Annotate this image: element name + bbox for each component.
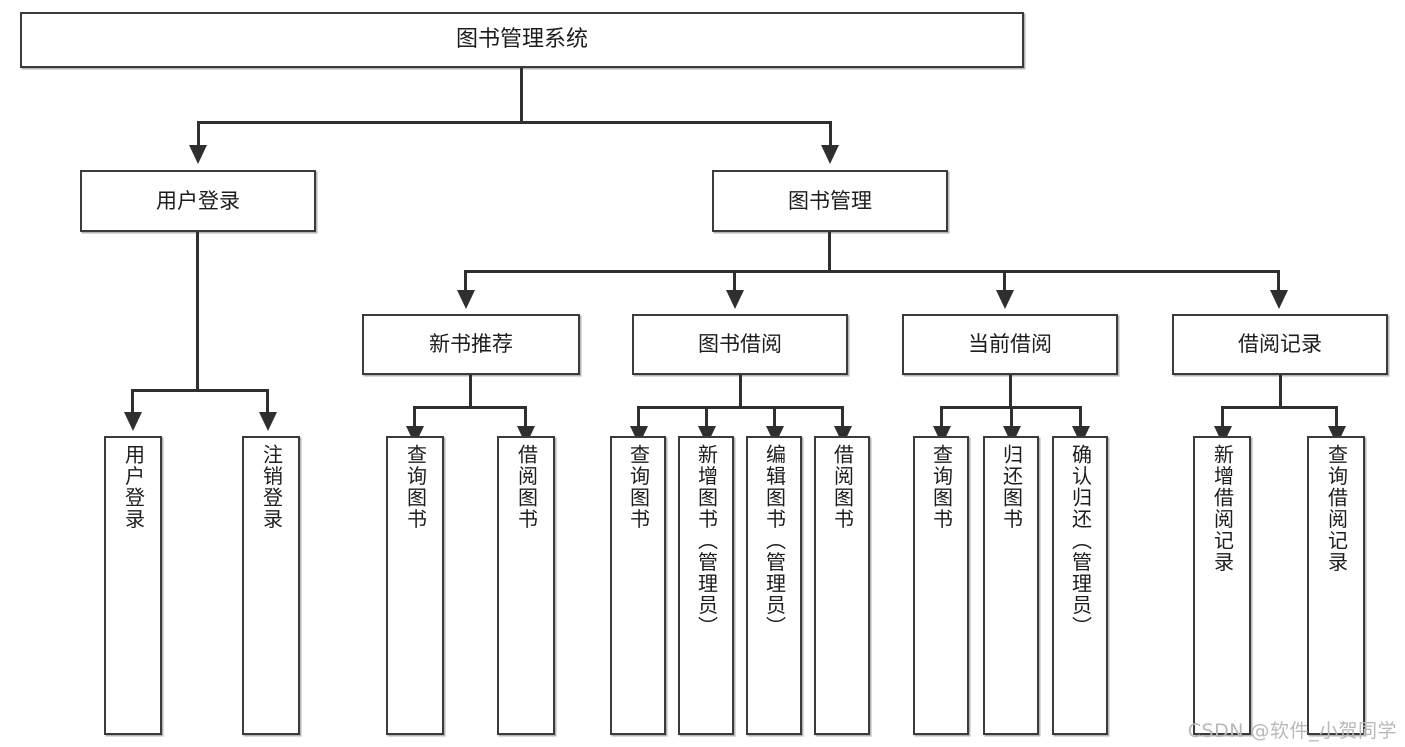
arrow-to-book-borrow	[726, 290, 744, 309]
node-label: 图书管理	[788, 188, 872, 213]
connector-new-book-recommend-bus	[413, 406, 527, 409]
connector-drop-leaf-bb-1	[705, 406, 708, 428]
arrow-to-leaf-user-login-0	[124, 412, 142, 431]
leaf-book-borrow-edit-book[interactable]: 编辑图书（管理员）	[746, 436, 802, 735]
connector-drop-leaf-bb-0	[637, 406, 640, 428]
connector-drop-leaf-user-login-1	[266, 389, 269, 414]
connector-borrow-record-bus	[1221, 406, 1338, 409]
leaf-borrow-record-add[interactable]: 新增借阅记录	[1193, 436, 1251, 735]
connector-book-borrow-bus	[637, 406, 842, 409]
connector-drop-leaf-nbr-1	[524, 406, 527, 428]
leaf-book-borrow-add-book[interactable]: 新增图书（管理员）	[678, 436, 734, 735]
connector-drop-leaf-bb-3	[841, 406, 844, 428]
node-label: 新书推荐	[429, 332, 513, 357]
node-label: 查询图书	[403, 444, 428, 530]
leaf-user-login-logout[interactable]: 注销登录	[242, 436, 300, 735]
node-root-book-management-system[interactable]: 图书管理系统	[20, 12, 1024, 68]
arrow-to-leaf-user-login-1	[259, 412, 277, 431]
leaf-new-book-query-book[interactable]: 查询图书	[386, 436, 444, 735]
connector-drop-leaf-nbr-0	[413, 406, 416, 428]
connector-root-bus	[197, 121, 831, 124]
connector-current-borrow-stem	[1009, 375, 1012, 408]
connector-root-stem	[520, 68, 523, 122]
connector-level3-bus	[464, 270, 1280, 273]
connector-drop-current-borrow	[1003, 270, 1006, 292]
connector-book-borrow-stem	[739, 375, 742, 408]
node-label: 借阅记录	[1238, 332, 1322, 357]
node-label: 归还图书	[999, 444, 1024, 530]
connector-drop-leaf-br-0	[1221, 406, 1224, 428]
leaf-current-borrow-confirm-return[interactable]: 确认归还（管理员）	[1052, 436, 1108, 735]
node-label: 用户登录	[156, 188, 240, 213]
connector-drop-leaf-cb-0	[940, 406, 943, 428]
connector-book-management-stem	[828, 232, 831, 272]
arrow-to-new-book-recommend	[457, 290, 475, 309]
node-label: 编辑图书（管理员）	[762, 444, 787, 638]
leaf-current-borrow-return-book[interactable]: 归还图书	[983, 436, 1039, 735]
leaf-user-login-login[interactable]: 用户登录	[104, 436, 162, 735]
connector-drop-leaf-br-1	[1335, 406, 1338, 428]
node-label: 查询借阅记录	[1324, 444, 1349, 573]
connector-drop-new-book-recommend	[464, 270, 467, 292]
arrow-to-borrow-record	[1270, 290, 1288, 309]
node-label: 图书管理系统	[455, 27, 588, 53]
node-label: 借阅图书	[830, 444, 855, 530]
connector-drop-leaf-user-login-0	[131, 389, 134, 414]
connector-drop-leaf-cb-2	[1079, 406, 1082, 428]
node-book-borrow[interactable]: 图书借阅	[632, 314, 848, 375]
node-current-borrow[interactable]: 当前借阅	[902, 314, 1118, 375]
node-label: 查询图书	[626, 444, 651, 530]
node-label: 确认归还（管理员）	[1068, 444, 1093, 638]
arrow-to-book-management	[821, 145, 839, 164]
arrow-to-current-borrow	[996, 290, 1014, 309]
connector-new-book-recommend-stem	[469, 375, 472, 408]
connector-current-borrow-bus	[940, 406, 1079, 409]
node-label: 新增借阅记录	[1210, 444, 1235, 573]
node-label: 查询图书	[929, 444, 954, 530]
node-borrow-record[interactable]: 借阅记录	[1172, 314, 1388, 375]
connector-drop-borrow-record	[1277, 270, 1280, 292]
node-user-login[interactable]: 用户登录	[80, 170, 316, 232]
connector-drop-book-borrow	[733, 270, 736, 292]
connector-drop-user-login	[197, 121, 200, 147]
node-book-management[interactable]: 图书管理	[712, 170, 948, 232]
connector-user-login-stem	[196, 232, 199, 392]
connector-drop-leaf-cb-1	[1010, 406, 1013, 428]
node-label: 新增图书（管理员）	[694, 444, 719, 638]
node-new-book-recommend[interactable]: 新书推荐	[362, 314, 580, 375]
node-label: 当前借阅	[968, 332, 1052, 357]
connector-user-login-bus	[131, 389, 269, 392]
node-label: 注销登录	[259, 444, 284, 530]
leaf-book-borrow-query-book[interactable]: 查询图书	[610, 436, 666, 735]
node-label: 借阅图书	[514, 444, 539, 530]
connector-borrow-record-stem	[1279, 375, 1282, 408]
arrow-to-user-login	[189, 145, 207, 164]
watermark-text: CSDN @软件_小贺同学	[1187, 720, 1397, 742]
leaf-borrow-record-query[interactable]: 查询借阅记录	[1307, 436, 1365, 735]
node-label: 图书借阅	[698, 332, 782, 357]
connector-drop-book-management	[829, 121, 832, 147]
connector-drop-leaf-bb-2	[773, 406, 776, 428]
leaf-book-borrow-borrow-book[interactable]: 借阅图书	[814, 436, 870, 735]
leaf-current-borrow-query-book[interactable]: 查询图书	[913, 436, 969, 735]
leaf-new-book-borrow-book[interactable]: 借阅图书	[497, 436, 555, 735]
node-label: 用户登录	[121, 444, 146, 530]
